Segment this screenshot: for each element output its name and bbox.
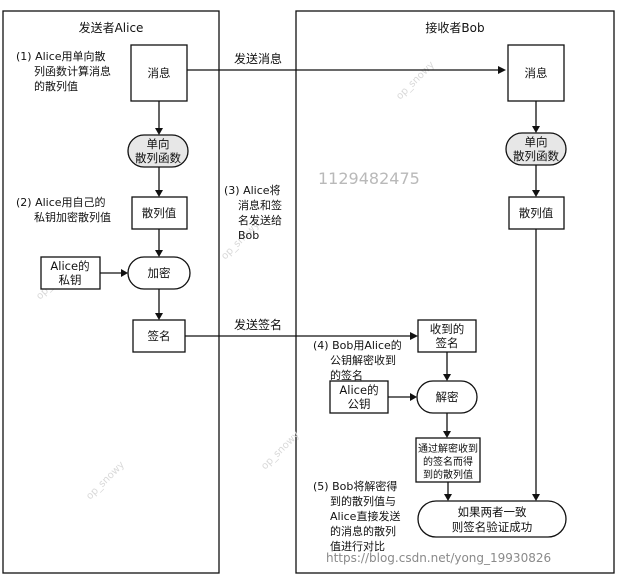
step3-line1: (3) Alice将 <box>224 184 281 197</box>
step2-line2: 私钥加密散列值 <box>34 210 111 224</box>
step2-line1: (2) Alice用自己的 <box>16 195 106 209</box>
hash-function-sender <box>127 134 189 168</box>
step3-line2: 消息和签 <box>238 198 282 212</box>
received-signature-box <box>417 319 477 353</box>
number-overlay: 1129482475 <box>318 169 420 188</box>
step1-note: (1) Alice用单向散 列函数计算消息 的散列值 <box>16 49 111 93</box>
hash-function-receiver-line1: 单向 <box>525 135 548 149</box>
arrowhead-2 <box>155 190 163 197</box>
arrowhead-11 <box>443 374 451 381</box>
hash-function-sender-line2: 散列函数 <box>135 151 181 165</box>
verification-result-line2: 则签名验证成功 <box>452 520 533 534</box>
decrypted-hash-line1: 通过解密收到 <box>418 442 478 455</box>
hash-value-receiver-label: 散列值 <box>519 206 554 220</box>
arrowhead-1 <box>155 128 163 135</box>
alice-public-key-line1: Alice的 <box>339 383 378 397</box>
step3-note: (3) Alice将 消息和签 名发送给 Bob <box>224 184 282 242</box>
hash-value-sender-label: 散列值 <box>142 206 177 220</box>
step5-line5: 值进行对比 <box>330 539 385 553</box>
alice-public-key-box <box>329 380 389 414</box>
sender-lane <box>2 10 220 574</box>
arrowhead-9 <box>532 190 540 197</box>
verification-result <box>417 500 567 538</box>
hash-function-sender-line1: 单向 <box>147 137 170 151</box>
alice-public-key-line2: 公钥 <box>348 397 371 411</box>
step3-line3: 名发送给 <box>238 213 282 227</box>
arrowhead-13 <box>443 431 451 438</box>
arrowhead-12 <box>410 393 417 401</box>
encrypt-process-label: 加密 <box>148 266 171 280</box>
step4-line2: 公钥解密收到 <box>330 353 396 367</box>
step5-line3: Alice直接发送 <box>330 509 400 523</box>
arrowhead-8 <box>532 126 540 133</box>
alice-private-key-line1: Alice的 <box>50 259 89 273</box>
received-signature-line2: 签名 <box>436 336 459 350</box>
step1-line1: (1) Alice用单向散 <box>16 49 106 63</box>
decrypted-hash-line2: 的签名而得 <box>423 455 473 468</box>
step3-line4: Bob <box>238 229 259 242</box>
arrowhead-7 <box>410 332 418 340</box>
arrowhead-6 <box>498 66 506 74</box>
step5-line2: 到的散列值与 <box>330 494 396 508</box>
message-box-receiver <box>507 44 565 102</box>
decrypted-hash-line3: 到的散列值 <box>423 468 473 481</box>
step1-line2: 列函数计算消息 <box>34 64 111 78</box>
step4-line3: 的签名 <box>330 368 363 382</box>
arrowhead-10 <box>532 494 540 501</box>
step1-line3: 的散列值 <box>34 79 78 93</box>
arrowhead-14 <box>444 494 452 501</box>
hash-value-receiver <box>508 196 565 230</box>
arrowhead-3 <box>155 250 163 257</box>
alice-private-key-line2: 私钥 <box>59 273 82 287</box>
hash-value-sender <box>131 196 188 230</box>
step4-note: (4) Bob用Alice的 公钥解密收到 的签名 <box>313 338 402 382</box>
step4-line1: (4) Bob用Alice的 <box>313 338 402 352</box>
received-signature-line1: 收到的 <box>430 322 465 336</box>
source-url-watermark: https://blog.csdn.net/yong_19930826 <box>326 551 551 565</box>
message-box-sender <box>130 44 188 102</box>
signature-box-label: 签名 <box>148 329 171 343</box>
step2-note: (2) Alice用自己的 私钥加密散列值 <box>16 195 111 224</box>
arrowhead-4 <box>121 269 128 277</box>
send-signature-label: 发送签名 <box>234 317 282 332</box>
receiver-lane-title: 接收者Bob <box>425 20 484 35</box>
send-message-label: 发送消息 <box>234 51 282 66</box>
verification-result-line1: 如果两者一致 <box>458 505 527 519</box>
step5-note: (5) Bob将解密得 到的散列值与 Alice直接发送 的消息的散列 值进行对… <box>313 479 400 553</box>
arrowhead-5 <box>155 313 163 320</box>
sender-lane-title: 发送者Alice <box>79 20 144 35</box>
step5-line4: 的消息的散列 <box>330 524 396 538</box>
decrypt-process-label: 解密 <box>436 390 459 404</box>
step5-line1: (5) Bob将解密得 <box>313 479 397 493</box>
hash-function-receiver-line2: 散列函数 <box>513 149 559 163</box>
message-box-sender-label: 消息 <box>148 66 171 80</box>
message-box-receiver-label: 消息 <box>525 66 548 80</box>
